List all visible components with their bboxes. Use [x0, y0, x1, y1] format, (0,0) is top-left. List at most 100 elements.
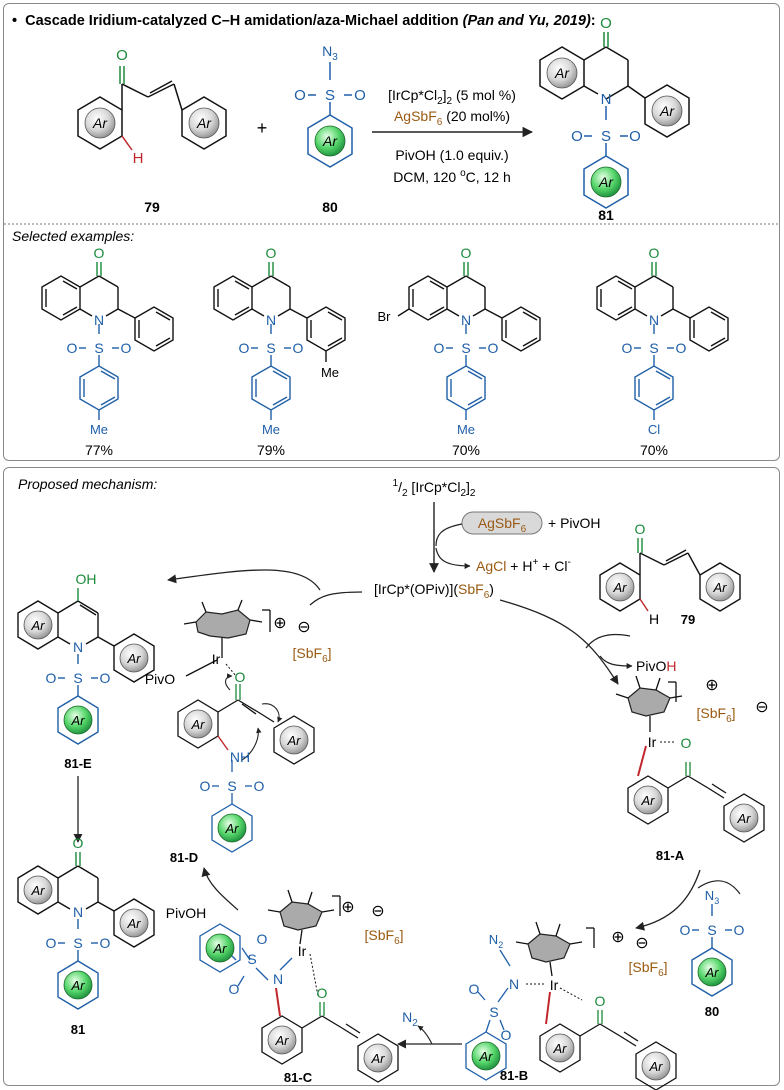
- ar-ball-green: [63, 970, 93, 1000]
- oxygen-atom: O: [100, 670, 111, 686]
- charge-plus: ⊕: [705, 677, 718, 694]
- mech-substrate-80: [691, 904, 733, 997]
- para-substituent: Cl: [648, 422, 660, 437]
- oxygen-atom: O: [629, 128, 641, 145]
- agcl-out-arrow: [435, 547, 471, 569]
- hydrogen-atom: H: [133, 150, 144, 167]
- plus-sign: +: [257, 118, 268, 138]
- ar-ball: [633, 785, 663, 815]
- ar-ball: [363, 1043, 393, 1073]
- nitrogen-atom: N: [73, 904, 83, 920]
- yield-label: 77%: [85, 442, 113, 458]
- charge-plus: ⊕: [341, 899, 354, 916]
- pivoh-out: PivOH: [636, 658, 676, 674]
- counterion: [SbF6]: [696, 705, 735, 725]
- label-80: 80: [322, 199, 338, 215]
- iridium-atom: Ir: [212, 651, 221, 667]
- oxygen-atom: O: [469, 981, 480, 997]
- nitrogen-atom: N: [94, 312, 104, 328]
- ar-label: Ar: [371, 1051, 386, 1066]
- sulfur-atom: S: [325, 87, 335, 104]
- n2-group: N2: [489, 932, 503, 950]
- charge-minus: ⊖: [635, 935, 648, 952]
- ar-ball: [546, 57, 578, 89]
- oxygen-atom: O: [676, 340, 687, 356]
- para-substituent: Me: [457, 422, 475, 437]
- ar-label: Ar: [598, 174, 614, 190]
- oxygen-atom: O: [734, 922, 745, 938]
- ar-label: Ar: [127, 916, 142, 931]
- para-substituent: Me: [90, 422, 108, 437]
- pivo-ligand: PivO: [145, 671, 175, 687]
- arrow-80-in: [697, 880, 741, 895]
- sulfur-atom: S: [649, 340, 658, 356]
- oxygen-atom: O: [293, 340, 304, 356]
- charge-plus: ⊕: [273, 615, 286, 632]
- yield-label: 79%: [257, 442, 285, 458]
- ar-ball-green: [63, 705, 93, 735]
- oxygen-atom: O: [434, 340, 445, 356]
- nh-group: NH: [230, 749, 250, 765]
- label-79-mech: 79: [681, 612, 695, 627]
- ar-label: Ar: [31, 883, 46, 898]
- arrow-from-81D: [309, 591, 363, 606]
- sulfur-atom: S: [461, 340, 470, 356]
- ar-ball-green: [314, 125, 346, 157]
- ag-in-arrow: [435, 523, 463, 547]
- ar-label: Ar: [659, 103, 675, 119]
- sulfur-atom: S: [247, 951, 256, 967]
- ar-label: Ar: [31, 618, 46, 633]
- ar-label: Ar: [322, 133, 338, 149]
- example-2: O N S O O Me Me 79%: [213, 245, 346, 458]
- label-81-final: 81: [71, 1022, 85, 1037]
- catalyst-text: [IrCp*Cl2]2 (5 mol %): [388, 87, 516, 107]
- oxygen-atom: O: [571, 128, 583, 145]
- ar-ball: [23, 875, 53, 905]
- ar-label: Ar: [71, 978, 86, 993]
- label-81C: 81-C: [284, 1070, 313, 1085]
- mechanism-panel: [3, 467, 780, 1086]
- example-4: O N S O O Cl 70%: [596, 245, 729, 458]
- sulfur-atom: S: [601, 128, 611, 145]
- label-79: 79: [144, 199, 160, 215]
- oxygen-atom: O: [461, 245, 472, 261]
- label-81: 81: [598, 207, 614, 223]
- mechanism-heading: Proposed mechanism:: [18, 476, 157, 492]
- oxygen-atom: O: [266, 245, 277, 261]
- oxygen-atom: O: [501, 1027, 512, 1043]
- oxygen-atom: O: [257, 931, 268, 947]
- hydrogen-atom: H: [649, 611, 659, 627]
- ar-label: Ar: [554, 65, 570, 81]
- arrow-to-81E: [167, 569, 321, 591]
- charge-minus: ⊖: [371, 903, 384, 920]
- ar-ball: [729, 803, 759, 833]
- agsbf6-label: AgSbF6: [478, 515, 527, 535]
- nitrogen-atom: N: [273, 971, 283, 987]
- bromo-substituent: Br: [378, 309, 392, 324]
- sulfur-atom: S: [266, 340, 275, 356]
- oxygen-atom: O: [229, 981, 240, 997]
- ar-ball-green: [590, 166, 622, 198]
- sulfur-atom: S: [707, 922, 716, 938]
- final-product-81: [17, 852, 155, 948]
- oxygen-atom: O: [317, 985, 328, 1001]
- ar-label: Ar: [92, 115, 108, 131]
- yield-label: 70%: [452, 442, 480, 458]
- sulfur-atom: S: [73, 935, 82, 951]
- oxygen-atom: O: [121, 340, 132, 356]
- oxygen-atom: O: [622, 340, 633, 356]
- oxygen-atom: O: [488, 340, 499, 356]
- label-81A: 81-A: [656, 848, 685, 863]
- arrow-81A-to-81B: [635, 869, 701, 931]
- ar-label: Ar: [613, 580, 628, 595]
- n2-released: N2: [402, 1009, 418, 1029]
- ar-label: Ar: [641, 793, 656, 808]
- ar-ball: [267, 1025, 297, 1055]
- product-81-sulfonyl: [583, 106, 629, 209]
- oxygen-atom: O: [73, 835, 84, 851]
- label-81D: 81-D: [170, 850, 198, 865]
- counterion: [SbF6]: [364, 927, 403, 947]
- ar-ball-green: [217, 813, 247, 843]
- examples-heading: Selected examples:: [12, 228, 134, 244]
- yield-label: 70%: [640, 442, 668, 458]
